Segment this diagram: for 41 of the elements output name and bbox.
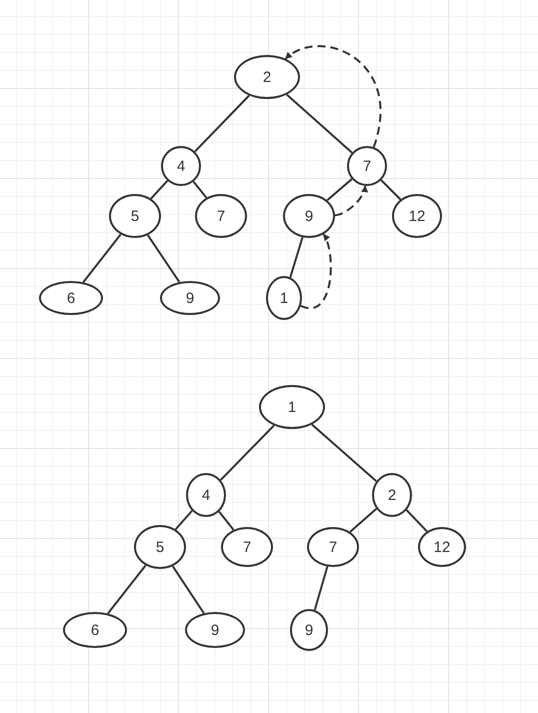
tree-edge: [286, 94, 353, 154]
tree-node: 12: [418, 527, 466, 567]
dashed-arrow: [300, 234, 332, 310]
tree-node: 4: [186, 473, 226, 517]
tree-node: 2: [372, 473, 412, 517]
tree-node: 4: [161, 146, 201, 186]
tree-node: 5: [134, 525, 186, 569]
tree-edge: [314, 566, 328, 610]
tree-node: 2: [234, 55, 300, 99]
dashed-arrow: [334, 185, 368, 216]
tree-node: 5: [109, 194, 161, 238]
tree-node: 9: [290, 609, 328, 651]
tree-edge: [150, 180, 168, 200]
tree-node: 7: [195, 194, 247, 238]
tree-node: 6: [63, 612, 127, 648]
tree-edge: [349, 508, 378, 533]
tree-edge: [147, 234, 180, 283]
dashed-arrow: [284, 45, 382, 148]
tree-edge: [220, 424, 275, 481]
tree-node: 7: [347, 146, 387, 186]
tree-edge: [192, 180, 208, 198]
tree-edge: [289, 237, 304, 278]
tree-node: 9: [185, 612, 245, 648]
tree-edge: [380, 179, 402, 200]
tree-node: 1: [266, 276, 302, 320]
tree-edge: [194, 94, 250, 152]
tree-edge: [406, 509, 428, 532]
tree-node: 1: [259, 385, 325, 429]
tree-node: 9: [283, 194, 335, 238]
tree-edge: [311, 424, 378, 482]
tree-edge: [172, 566, 205, 614]
tree-node: 6: [39, 281, 103, 315]
tree-edge: [326, 178, 352, 202]
tree-node: 9: [160, 281, 220, 315]
tree-edge: [174, 510, 193, 530]
tree-edge: [218, 511, 234, 531]
tree-node: 7: [221, 527, 273, 567]
tree-node: 12: [392, 194, 442, 238]
tree-node: 7: [307, 527, 359, 567]
tree-edge: [107, 564, 146, 614]
tree-edge: [82, 234, 122, 283]
